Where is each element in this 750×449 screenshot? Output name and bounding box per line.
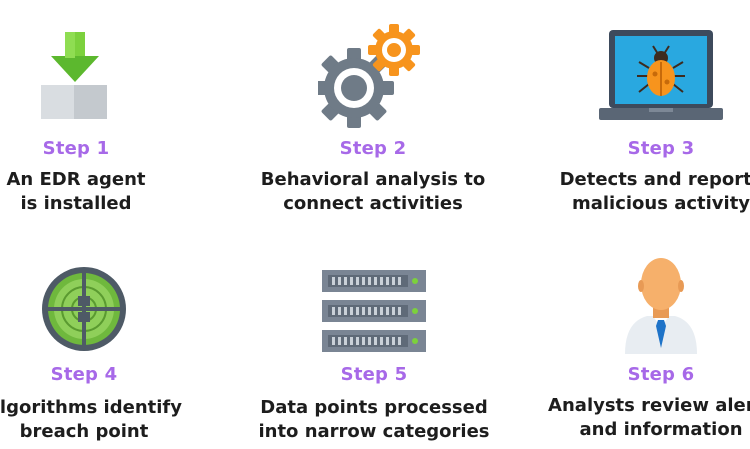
step-label: Step 4	[50, 364, 118, 385]
gears-icon	[318, 22, 428, 132]
step-description-line: Behavioral analysis to	[260, 169, 486, 190]
download-icon	[41, 30, 111, 122]
step-2: Step 2 Behavioral analysis to connect ac…	[223, 0, 523, 225]
step-description: An EDR agent is installed	[0, 168, 226, 216]
step-description: Algorithms identify breach point	[0, 396, 234, 444]
step-description-line: An EDR agent	[6, 169, 146, 190]
server-rack-icon	[322, 270, 426, 352]
step-label: Step 1	[42, 138, 110, 159]
step-label: Step 5	[340, 364, 408, 385]
step-5: Step 5 Data points processed into narrow…	[224, 226, 524, 449]
step-description-line: Analysts review alerts	[548, 395, 750, 416]
step-description: Data points processed into narrow catego…	[224, 396, 524, 444]
step-description-line: is installed	[20, 193, 132, 214]
step-description: Behavioral analysis to connect activitie…	[223, 168, 523, 216]
step-description-line: and information	[579, 419, 743, 440]
step-label: Step 6	[627, 364, 695, 385]
step-3: Step 3 Detects and reports malicious act…	[511, 0, 750, 225]
step-description: Analysts review alerts and information	[511, 394, 750, 442]
step-description-line: Detects and reports	[559, 169, 750, 190]
step-label: Step 3	[627, 138, 695, 159]
step-4: Step 4 Algorithms identify breach point	[0, 226, 234, 449]
radar-icon	[41, 266, 127, 352]
step-description: Detects and reports malicious activity	[511, 168, 750, 216]
step-description-line: breach point	[19, 421, 149, 442]
analyst-icon	[621, 254, 701, 354]
laptop-bug-icon	[597, 26, 725, 124]
step-label: Step 2	[339, 138, 407, 159]
step-description-line: connect activities	[283, 193, 463, 214]
step-description-line: malicious activity	[571, 193, 750, 214]
step-description-line: into narrow categories	[258, 421, 490, 442]
step-description-line: Data points processed	[260, 397, 488, 418]
step-1: Step 1 An EDR agent is installed	[0, 0, 226, 225]
step-6: Step 6 Analysts review alerts and inform…	[511, 226, 750, 449]
step-description-line: Algorithms identify	[0, 397, 182, 418]
